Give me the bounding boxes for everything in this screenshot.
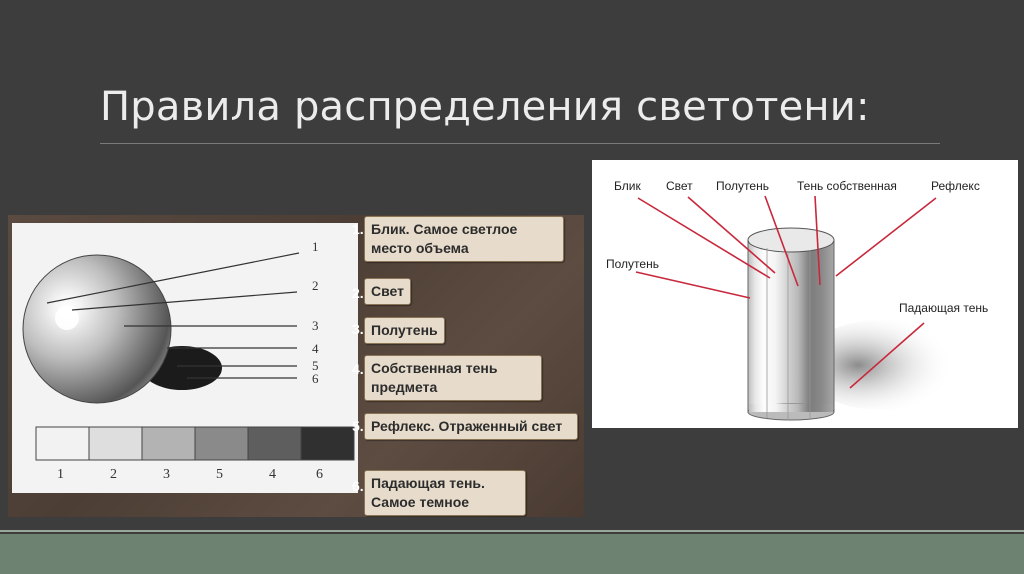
swatch	[247, 426, 302, 461]
label-cast-shadow: Падающая тень	[899, 301, 988, 315]
title-divider	[100, 143, 940, 144]
legend-number: 2.	[352, 285, 364, 301]
pointer-number: 6	[312, 371, 319, 386]
legend-number: 6.	[352, 478, 364, 494]
pointer-number: 3	[312, 318, 319, 333]
swatch-label: 6	[316, 467, 323, 482]
swatch-label: 5	[216, 467, 223, 482]
pointer-number: 5	[312, 358, 319, 373]
cast-shadow	[802, 320, 962, 410]
label-halftone-left: Полутень	[606, 257, 659, 271]
label-highlight: Блик	[614, 179, 641, 193]
legend-item-highlight: Блик. Самое светлое место объема	[364, 216, 564, 262]
swatch	[88, 426, 143, 461]
legend-item-light: Свет	[364, 278, 411, 305]
sphere-diagram: 1 2 3 4 5 6 1 2 3 5 4 6	[12, 223, 358, 493]
slide-title: Правила распределения светотени:	[100, 84, 870, 130]
swatch	[141, 426, 196, 461]
label-reflex: Рефлекс	[931, 179, 980, 193]
swatch-label: 4	[269, 467, 276, 482]
legend-number: 1.	[352, 221, 364, 237]
label-halftone: Полутень	[716, 179, 769, 193]
sphere-highlight	[55, 306, 79, 330]
swatch-label: 2	[110, 467, 117, 482]
label-light: Свет	[666, 179, 693, 193]
footer-divider	[0, 530, 1024, 532]
legend-number: 5.	[352, 418, 364, 434]
cylinder-diagram: Блик Свет Полутень Тень собственная Рефл…	[606, 179, 988, 421]
pointer-number: 1	[312, 239, 319, 254]
pointer-number: 2	[312, 278, 319, 293]
legend-number: 3.	[352, 321, 364, 337]
swatch	[300, 426, 355, 461]
legend-item-reflex: Рефлекс. Отраженный свет	[364, 413, 578, 440]
legend-item-cast-shadow: Падающая тень. Самое темное	[364, 470, 526, 516]
legend-number: 4.	[352, 361, 364, 377]
pointer-number: 4	[312, 341, 319, 356]
legend-item-own-shadow: Собственная тень предмета	[364, 355, 542, 401]
sphere	[22, 254, 172, 404]
legend-item-halftone: Полутень	[364, 317, 445, 344]
cylinder-diagram-panel: Блик Свет Полутень Тень собственная Рефл…	[592, 160, 1018, 428]
cylinder-top	[747, 227, 835, 253]
swatch-label: 3	[163, 467, 170, 482]
swatch	[35, 426, 90, 461]
footer-band	[0, 534, 1024, 574]
swatch	[194, 426, 249, 461]
swatch-label: 1	[57, 467, 64, 482]
label-own-shadow: Тень собственная	[797, 179, 897, 193]
